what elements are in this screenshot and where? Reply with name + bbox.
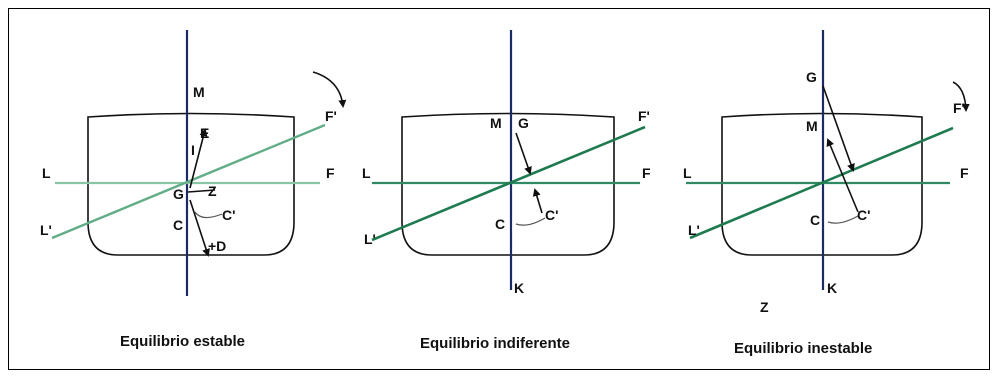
label-L: L <box>362 165 371 181</box>
hull-outline <box>401 112 615 256</box>
label-M: M <box>193 84 205 100</box>
label-F-prime: F' <box>325 108 337 124</box>
label-F: F <box>960 165 969 181</box>
buoyancy-arrow <box>826 138 859 213</box>
weight-arrow <box>189 199 210 257</box>
label-F: F <box>642 165 651 181</box>
label-L: L <box>683 165 692 181</box>
label-C: C <box>173 217 183 233</box>
label-L-prime: L' <box>40 222 52 238</box>
hull-outline <box>87 112 295 256</box>
weight-arrow <box>822 85 855 172</box>
label-C-prime: C' <box>545 207 558 223</box>
heel-arrow <box>312 71 347 108</box>
cc-arc <box>827 215 859 224</box>
label-F-prime: F' <box>953 100 965 116</box>
label-F: F <box>326 165 335 181</box>
waterline-tilted <box>689 126 954 240</box>
label-K: K <box>514 280 524 296</box>
label-E: E <box>200 125 209 141</box>
panel-neutral: M G L F L' F' C C' K Equilibrio indifere… <box>362 30 651 352</box>
label-L-prime: L' <box>364 231 376 247</box>
panel-unstable: G M L F L' F' C C' K Z Equilibrio inesta… <box>683 30 970 357</box>
caption-stable: Equilibrio estable <box>120 333 245 350</box>
label-Z: Z <box>208 183 217 199</box>
label-Z: Z <box>760 299 769 315</box>
label-F-prime: F' <box>638 108 650 124</box>
label-C: C <box>495 216 505 232</box>
label-L: L <box>42 165 51 181</box>
caption-unstable: Equilibrio inestable <box>734 340 872 357</box>
buoyancy-arrow <box>189 128 208 189</box>
panel-stable: M E I L F L' F' G Z C C' +D Equilibrio e… <box>40 30 347 350</box>
cc-arc <box>194 211 223 219</box>
waterline-tilted <box>51 123 326 240</box>
label-L-prime: L' <box>688 222 700 238</box>
label-C-prime: C' <box>857 207 870 223</box>
label-M: M <box>806 118 818 134</box>
label-D: +D <box>208 238 226 254</box>
label-C: C <box>810 212 820 228</box>
weight-arrow <box>515 132 532 175</box>
gz-arm <box>187 189 216 193</box>
label-I: I <box>191 142 195 158</box>
hull-outline <box>721 112 923 256</box>
heel-arrow <box>952 81 970 112</box>
label-G: G <box>806 69 817 85</box>
waterline-tilted <box>371 125 646 242</box>
diagram-frame <box>8 8 990 370</box>
label-C-prime: C' <box>222 207 235 223</box>
caption-neutral: Equilibrio indiferente <box>420 335 570 352</box>
cc-arc <box>515 217 546 226</box>
buoyancy-arrow <box>532 188 543 214</box>
label-K: K <box>827 280 837 296</box>
label-M: M <box>490 115 502 131</box>
label-G: G <box>173 186 184 202</box>
label-G: G <box>518 115 529 131</box>
